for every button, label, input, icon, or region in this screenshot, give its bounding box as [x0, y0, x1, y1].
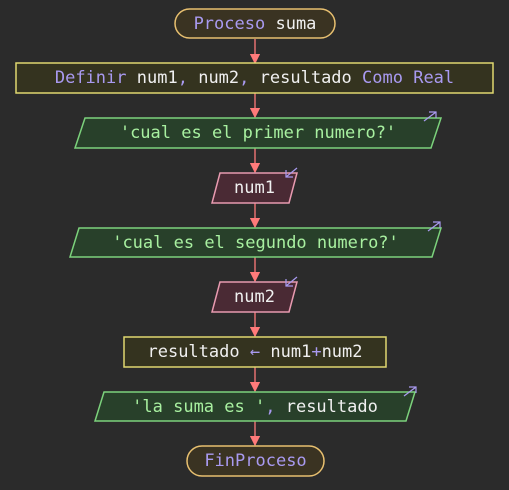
input-1-shape [211, 172, 298, 204]
output-3-arrow-icon [403, 386, 417, 397]
end-terminal-label: FinProceso [204, 451, 307, 471]
output-1-arrow-icon [423, 111, 437, 122]
assign-process-shape [123, 336, 387, 368]
assign-op1: num1 [270, 342, 312, 362]
output-1-shape [73, 117, 443, 149]
definir-sep-2: , [239, 68, 250, 88]
output-1-label: 'cual es el primer numero?' [119, 123, 397, 143]
assign-process: resultado ← num1+num2 [124, 337, 386, 367]
assign-target: resultado [147, 342, 240, 362]
end-terminal-shape [186, 445, 325, 477]
definir-var-2: num2 [198, 68, 240, 88]
definir-keyword: Definir [54, 68, 127, 88]
definir-sep-1: , [177, 68, 188, 88]
assign-op2: num2 [321, 342, 363, 362]
output-2-arrow-icon [427, 221, 441, 232]
definir-var-3: resultado [259, 68, 352, 88]
definir-var-1: num1 [136, 68, 178, 88]
input-1-arrow-icon [285, 167, 298, 178]
definir-process: Definir num1, num2, resultado Como Real [16, 63, 493, 93]
output-2-label: 'cual es el segundo numero?' [112, 232, 399, 253]
output-3: 'la suma es ', resultado [95, 392, 415, 421]
input-2-arrow-icon [285, 276, 298, 287]
output-3-string: 'la suma es ' [132, 396, 266, 417]
start-terminal-shape [174, 8, 336, 39]
start-terminal: Proceso suma [175, 9, 335, 38]
definir-process-shape [15, 62, 494, 94]
input-2-shape [211, 281, 298, 313]
output-3-var: resultado [285, 396, 378, 417]
assign-arrow: ← [249, 342, 261, 362]
assign-plus: + [311, 342, 322, 362]
proceso-keyword: Proceso [193, 13, 266, 34]
output-3-shape [93, 391, 417, 422]
input-1-label: num1 [234, 178, 275, 198]
output-2-shape [68, 227, 443, 258]
proceso-name: suma [275, 13, 317, 34]
output-3-sep: , [265, 396, 276, 417]
input-2-label: num2 [234, 287, 275, 307]
como-real-keyword: Como Real [362, 68, 455, 88]
